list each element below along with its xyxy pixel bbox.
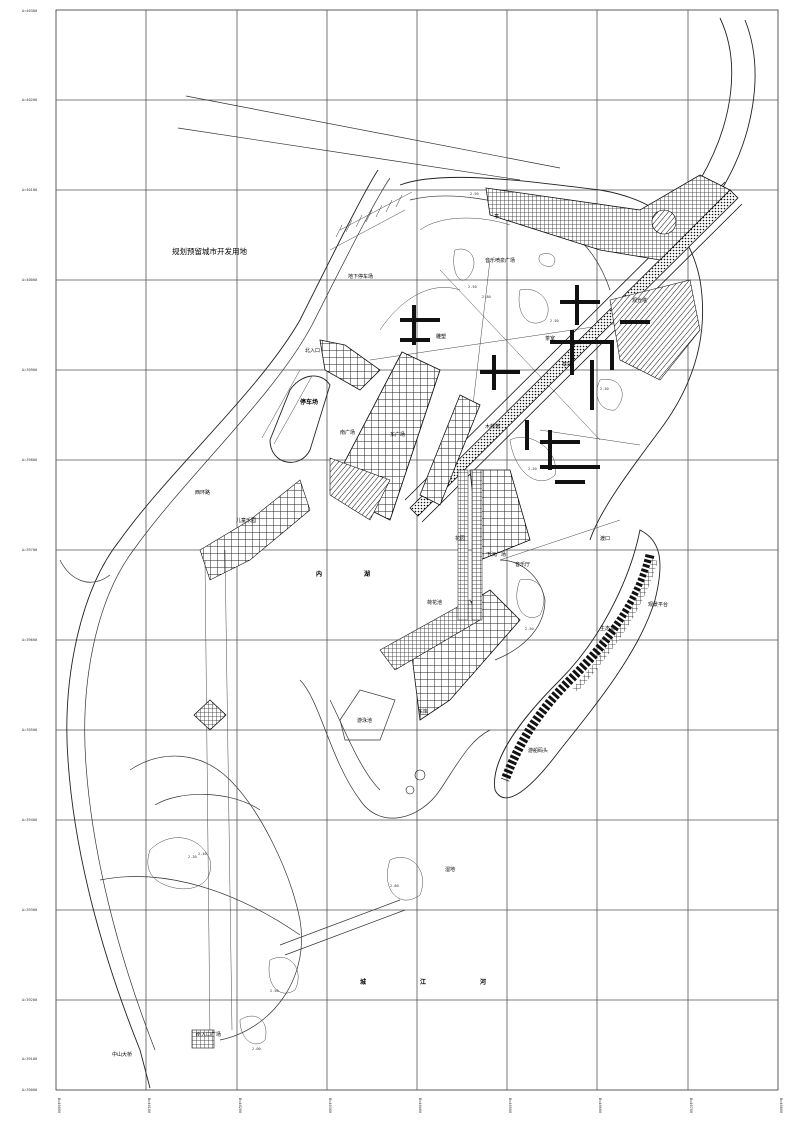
elevation-mark: 2.50 bbox=[468, 285, 477, 289]
site-boundary bbox=[59, 169, 704, 1089]
elevation-mark: 2.20 bbox=[528, 467, 537, 471]
coord-label: B=40800 bbox=[779, 1098, 783, 1113]
coord-label: A=39600 bbox=[22, 638, 37, 642]
elevation-mark: 2.50 bbox=[470, 192, 479, 196]
label-lawn: 草坪 bbox=[562, 361, 572, 368]
label-east-plaza: 东广场 bbox=[390, 431, 405, 438]
coord-label: B=40300 bbox=[328, 1098, 332, 1113]
coord-label: A=40300 bbox=[22, 9, 37, 13]
label-river-a: 城 bbox=[360, 978, 366, 986]
label-cafe: 茶室 bbox=[545, 335, 555, 342]
coord-label: A=39700 bbox=[22, 548, 37, 552]
label-south-plaza: 南广场 bbox=[340, 429, 355, 436]
southwest-park bbox=[99, 755, 302, 1049]
label-pavilion: 亭 bbox=[494, 213, 499, 220]
coord-label: A=39200 bbox=[22, 998, 37, 1002]
east-island bbox=[494, 529, 661, 799]
coord-label: B=40500 bbox=[508, 1098, 512, 1113]
north-riverside-plaza bbox=[485, 174, 731, 261]
coord-label: A=40000 bbox=[22, 278, 37, 282]
label-station: 观光塔 bbox=[632, 297, 647, 304]
elevation-mark: 2.00 bbox=[252, 1047, 261, 1051]
elevation-marks: 2.50 2.80 2.50 2.30 2.20 2.50 2.30 2.40 … bbox=[188, 192, 609, 1051]
parking-lot bbox=[261, 191, 413, 463]
label-sculpture: 雕塑 bbox=[436, 333, 446, 340]
elevation-mark: 2.80 bbox=[482, 295, 491, 299]
coord-label: A=39800 bbox=[22, 458, 37, 462]
promenade-bands bbox=[457, 469, 483, 621]
elevation-mark: 2.50 bbox=[270, 989, 279, 993]
bottom-coordinate-labels: B=40000 B=40100 B=40200 B=40300 B=40400 … bbox=[57, 1098, 783, 1113]
north-road bbox=[177, 17, 756, 201]
elevation-mark: 2.40 bbox=[198, 852, 207, 856]
elevation-mark: 2.50 bbox=[550, 319, 559, 323]
coord-label: A=39900 bbox=[22, 368, 37, 372]
label-music-hall: 音乐厅 bbox=[515, 561, 530, 568]
central-street-bars bbox=[400, 285, 650, 484]
coord-label: A=39000 bbox=[22, 1088, 37, 1092]
label-lotus: 荷花池 bbox=[427, 599, 442, 606]
label-east-bank: 东岸 bbox=[418, 708, 428, 715]
label-river-c: 河 bbox=[480, 978, 486, 986]
south-lagoon bbox=[299, 679, 491, 901]
elevation-mark: 2.30 bbox=[188, 855, 197, 859]
west-grid-cluster bbox=[199, 479, 311, 1041]
label-bridge-name: 中山大桥 bbox=[112, 1051, 132, 1058]
coord-label: A=39300 bbox=[22, 908, 37, 912]
elevation-mark: 2.50 bbox=[525, 627, 534, 631]
coord-label: A=39500 bbox=[22, 728, 37, 732]
label-wetland: 湿地 bbox=[445, 866, 455, 873]
coord-label: B=40400 bbox=[418, 1098, 422, 1113]
elevation-mark: 2.30 bbox=[600, 387, 609, 391]
label-inner-lake-b: 湖 bbox=[364, 570, 370, 578]
label-boardwalk: 木栈道 bbox=[485, 423, 500, 430]
map-labels: 规划预留城市开发用地 停车场 地下停车场 北入口 南广场 东广场 西环路 内 湖… bbox=[112, 213, 668, 1058]
label-west-road: 西环路 bbox=[195, 489, 210, 496]
label-garden: 花园 bbox=[455, 535, 465, 542]
coordinate-grid bbox=[56, 10, 778, 1090]
coord-label: B=40600 bbox=[598, 1098, 602, 1113]
label-playground: 儿童乐园 bbox=[236, 517, 256, 524]
left-coordinate-labels: A=40300 A=40200 A=40100 A=40000 A=39900 … bbox=[22, 9, 37, 1092]
label-pier: 游船码头 bbox=[528, 747, 548, 754]
coord-label: B=40700 bbox=[689, 1098, 693, 1113]
label-fountain: 音乐喷泉广场 bbox=[485, 257, 515, 264]
diamond-kiosk bbox=[193, 699, 227, 731]
plaza-grid-blocks bbox=[319, 339, 531, 721]
coord-label: B=40200 bbox=[238, 1098, 242, 1113]
coord-label: A=40100 bbox=[22, 188, 37, 192]
label-sunken: 下沉广场 bbox=[486, 551, 506, 558]
coord-label: B=40000 bbox=[57, 1098, 61, 1113]
plan-title: 规划预留城市开发用地 bbox=[172, 246, 247, 256]
east-striped-area bbox=[609, 279, 701, 381]
label-underground-parking: 地下停车场 bbox=[348, 273, 373, 280]
coord-label: A=39100 bbox=[22, 1057, 37, 1061]
label-viewing-deck: 观景平台 bbox=[648, 601, 668, 608]
coord-label: B=40100 bbox=[147, 1098, 151, 1113]
label-ferry: 渡口 bbox=[600, 535, 610, 542]
label-inner-lake-a: 内 bbox=[316, 570, 322, 578]
elevation-mark: 2.80 bbox=[390, 884, 399, 888]
label-north-gate: 北入口 bbox=[305, 347, 320, 354]
label-parking: 停车场 bbox=[300, 398, 318, 406]
label-south-gate: 南入口广场 bbox=[196, 1031, 221, 1038]
label-river-b: 江 bbox=[420, 978, 426, 986]
south-bridge bbox=[279, 899, 406, 956]
coord-label: A=40200 bbox=[22, 98, 37, 102]
coord-label: A=39400 bbox=[22, 818, 37, 822]
label-island: 生态岛 bbox=[600, 625, 615, 632]
label-swim: 游泳池 bbox=[357, 717, 372, 724]
